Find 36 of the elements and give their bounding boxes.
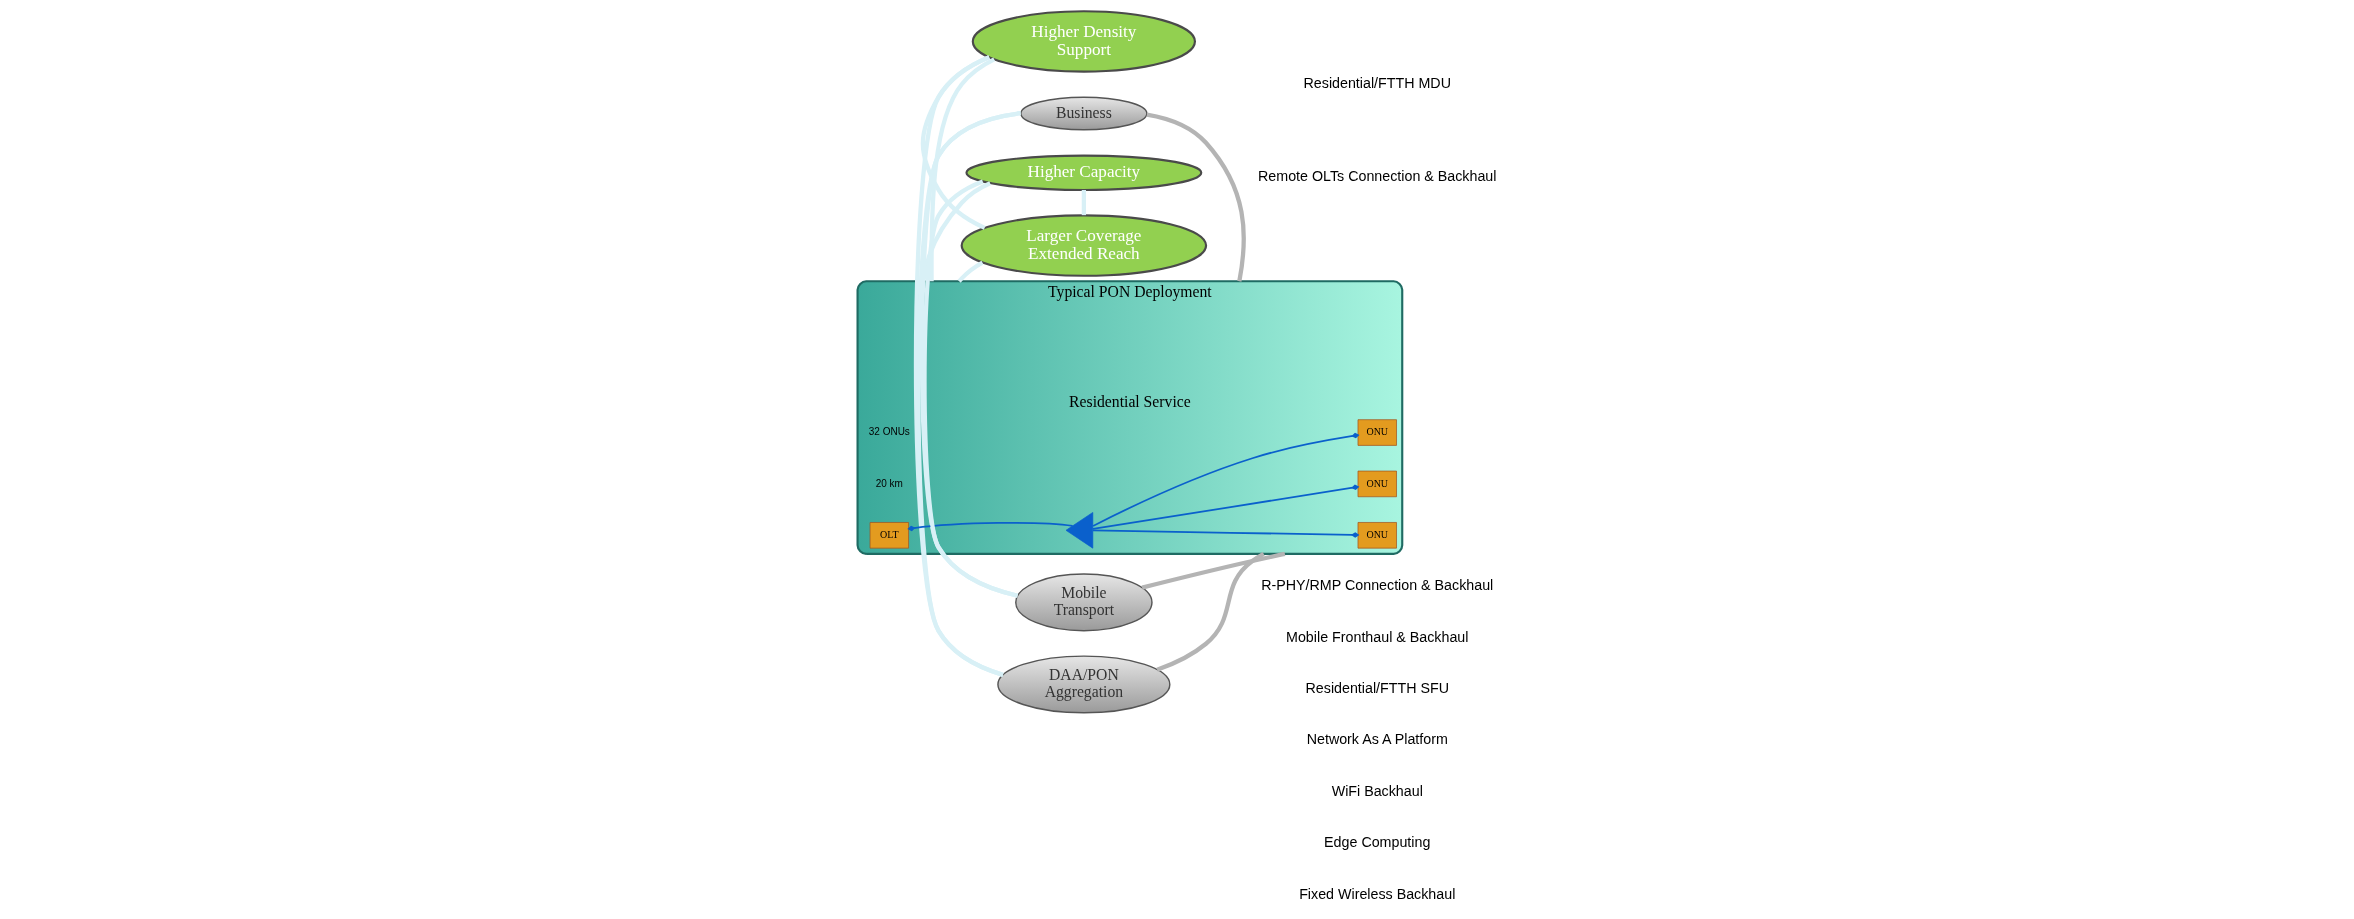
- node-box: ONU: [1357, 419, 1397, 446]
- label: 20 km: [875, 477, 903, 489]
- connector: [1092, 529, 1360, 538]
- label: Residential/FTTH SFU: [1305, 680, 1449, 697]
- connector: [920, 55, 990, 230]
- node-box: OLT: [869, 522, 909, 549]
- connector: [1092, 432, 1360, 527]
- label: Edge Computing: [1324, 834, 1431, 851]
- label: Mobile Fronthaul & Backhaul: [1286, 628, 1469, 645]
- label: Residential/FTTH MDU: [1303, 74, 1451, 91]
- node-triangle: [1065, 512, 1094, 549]
- connector: [1156, 552, 1265, 672]
- label: Remote OLTs Connection & Backhaul: [1258, 168, 1497, 185]
- connector: [913, 55, 1004, 677]
- label: WiFi Backhaul: [1331, 782, 1423, 799]
- node-ellipse: Mobile Transport: [1015, 573, 1153, 632]
- connector: [922, 179, 1019, 598]
- connector: [1092, 484, 1360, 530]
- node-ellipse: Higher Density Support: [971, 10, 1196, 73]
- node-box: ONU: [1357, 470, 1397, 498]
- connector: [907, 521, 1074, 532]
- node-ellipse: DAA/PON Aggregation: [997, 655, 1171, 714]
- node-ellipse: Larger Coverage Extended Reach: [960, 214, 1208, 277]
- connector: [919, 111, 1021, 598]
- label: 32 ONUs: [868, 426, 910, 438]
- connector: [1081, 190, 1086, 216]
- node-box: ONU: [1357, 522, 1397, 549]
- node-ellipse: Higher Capacity: [965, 154, 1203, 192]
- connector: [1146, 112, 1246, 282]
- node-ellipse: Business: [1020, 96, 1148, 131]
- connector: [929, 57, 996, 282]
- connector: [957, 260, 984, 283]
- label: R-PHY/RMP Connection & Backhaul: [1261, 577, 1494, 594]
- label: Fixed Wireless Backhaul: [1299, 885, 1456, 902]
- connector: [1141, 551, 1286, 590]
- label: Network As A Platform: [1306, 731, 1448, 748]
